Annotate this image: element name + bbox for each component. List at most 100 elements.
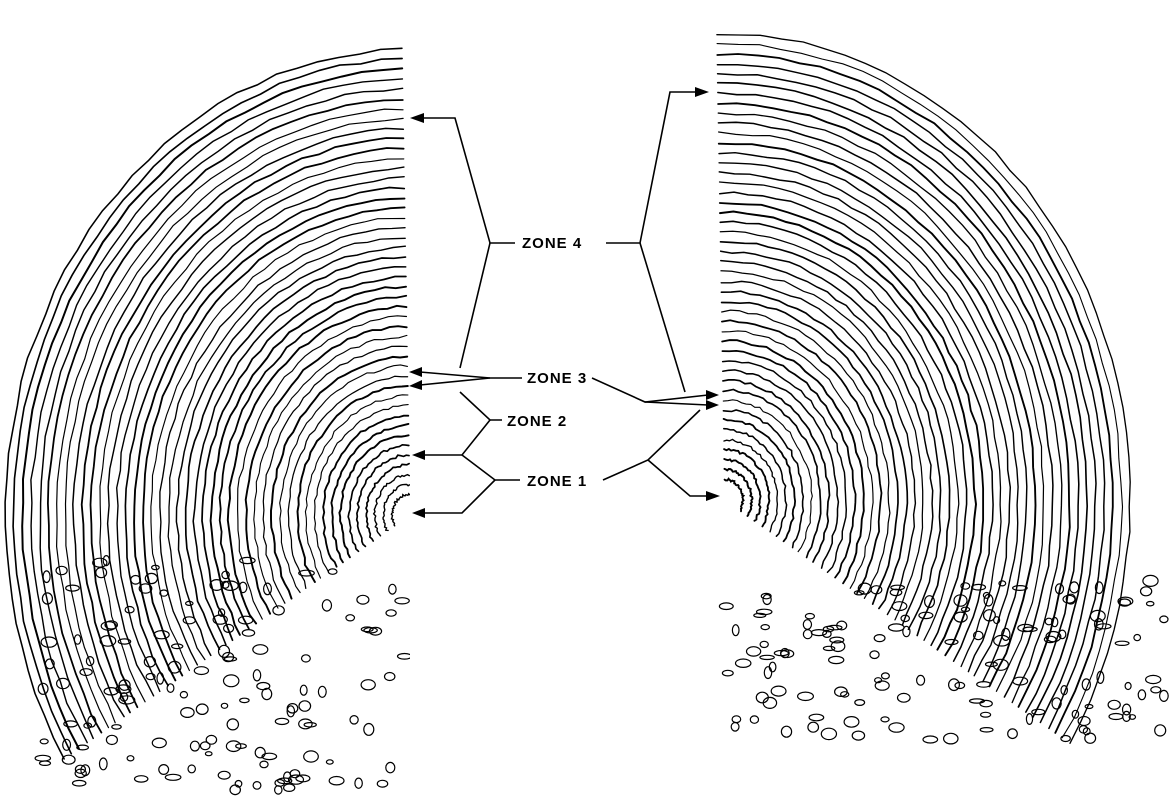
fiber-line bbox=[725, 479, 744, 512]
cell-blob bbox=[771, 686, 786, 696]
cell-blob bbox=[275, 718, 288, 724]
zone3-label: ZONE 3 bbox=[527, 370, 587, 387]
cell-blob bbox=[299, 570, 315, 576]
fiber-line bbox=[100, 159, 404, 702]
cell-blob bbox=[186, 601, 193, 605]
cell-blob bbox=[329, 777, 344, 785]
zone4-label: ZONE 4 bbox=[522, 235, 582, 252]
cell-blob bbox=[808, 722, 819, 732]
cell-blob bbox=[889, 624, 905, 631]
cell-blob bbox=[821, 728, 836, 739]
cell-blob bbox=[145, 573, 157, 583]
cell-blob bbox=[398, 654, 412, 660]
cell-blob bbox=[287, 704, 298, 713]
cell-blob bbox=[240, 698, 249, 702]
cell-blob bbox=[168, 661, 181, 673]
cell-blob bbox=[112, 725, 121, 729]
cell-blob bbox=[981, 712, 991, 717]
cell-blob bbox=[1078, 717, 1090, 726]
cell-blob bbox=[260, 761, 268, 768]
cell-blob bbox=[1063, 595, 1075, 603]
cell-blob bbox=[870, 651, 879, 659]
cell-blob bbox=[253, 645, 268, 655]
cell-blob bbox=[43, 571, 50, 583]
left-section-fibers bbox=[5, 48, 411, 794]
cell-blob bbox=[760, 655, 774, 659]
cell-blob bbox=[386, 762, 395, 772]
cell-blob bbox=[172, 644, 183, 649]
cell-blob bbox=[74, 635, 80, 644]
cell-blob bbox=[898, 693, 911, 702]
cell-blob bbox=[96, 568, 107, 578]
cell-blob bbox=[923, 736, 938, 743]
cell-blob bbox=[798, 692, 814, 700]
fiber-line bbox=[718, 74, 1096, 723]
cell-blob bbox=[304, 723, 316, 727]
cell-blob bbox=[803, 630, 812, 639]
cell-blob bbox=[1026, 714, 1032, 725]
fiber-line bbox=[718, 122, 1053, 697]
cell-blob bbox=[829, 656, 844, 663]
cell-blob bbox=[1109, 714, 1123, 720]
cell-blob bbox=[200, 742, 210, 750]
cell-blob bbox=[346, 615, 355, 621]
cell-blob bbox=[364, 724, 374, 736]
cell-blob bbox=[736, 659, 751, 667]
cell-blob bbox=[1061, 736, 1070, 742]
cell-blob bbox=[954, 612, 967, 622]
cell-blob bbox=[1147, 602, 1154, 606]
cell-blob bbox=[732, 625, 739, 636]
cell-blob bbox=[874, 635, 885, 642]
cell-blob bbox=[395, 598, 409, 604]
cell-blob bbox=[1097, 624, 1111, 629]
cell-blob bbox=[1125, 683, 1131, 690]
cell-blob bbox=[157, 673, 164, 684]
cell-blob bbox=[326, 760, 333, 764]
cell-blob bbox=[917, 675, 925, 685]
fiber-line bbox=[720, 182, 1002, 667]
cell-blob bbox=[257, 683, 270, 690]
cell-blob bbox=[754, 613, 766, 617]
cell-blob bbox=[350, 716, 358, 724]
fiber-line bbox=[91, 148, 404, 707]
cell-blob bbox=[852, 731, 864, 740]
cell-blob bbox=[761, 625, 769, 630]
cell-blob bbox=[1141, 587, 1152, 596]
cell-blob bbox=[1138, 690, 1145, 700]
cell-blob bbox=[35, 755, 50, 761]
cell-blob bbox=[389, 584, 396, 594]
cell-blob bbox=[769, 662, 776, 672]
cell-blob bbox=[194, 667, 208, 675]
cell-blob bbox=[1108, 700, 1120, 709]
cell-blob bbox=[763, 595, 771, 605]
fiber-line bbox=[134, 199, 404, 681]
cell-blob bbox=[230, 785, 240, 795]
cell-blob bbox=[805, 614, 814, 619]
cell-blob bbox=[41, 637, 57, 647]
cell-blob bbox=[304, 751, 319, 762]
cell-blob bbox=[144, 657, 155, 667]
cell-blob bbox=[183, 617, 195, 624]
cell-blob bbox=[980, 700, 992, 706]
cell-blob bbox=[167, 684, 174, 693]
cell-blob bbox=[1070, 582, 1079, 593]
fiber-line bbox=[374, 475, 410, 536]
cell-blob bbox=[764, 667, 771, 679]
fiber-line bbox=[238, 316, 407, 619]
cell-blob bbox=[159, 765, 169, 775]
cell-blob bbox=[127, 756, 134, 761]
cell-blob bbox=[750, 716, 758, 723]
cell-blob bbox=[827, 625, 842, 629]
cell-blob bbox=[972, 584, 986, 590]
cell-blob bbox=[882, 673, 890, 679]
cell-blob bbox=[253, 782, 261, 790]
cell-blob bbox=[284, 784, 295, 791]
cell-blob bbox=[377, 780, 387, 787]
cell-blob bbox=[1143, 575, 1158, 586]
zone2-label: ZONE 2 bbox=[507, 413, 567, 430]
fiber-line bbox=[718, 103, 1070, 707]
cell-blob bbox=[944, 733, 958, 744]
fiber-line bbox=[383, 485, 409, 531]
zone1-label: ZONE 1 bbox=[527, 473, 587, 490]
